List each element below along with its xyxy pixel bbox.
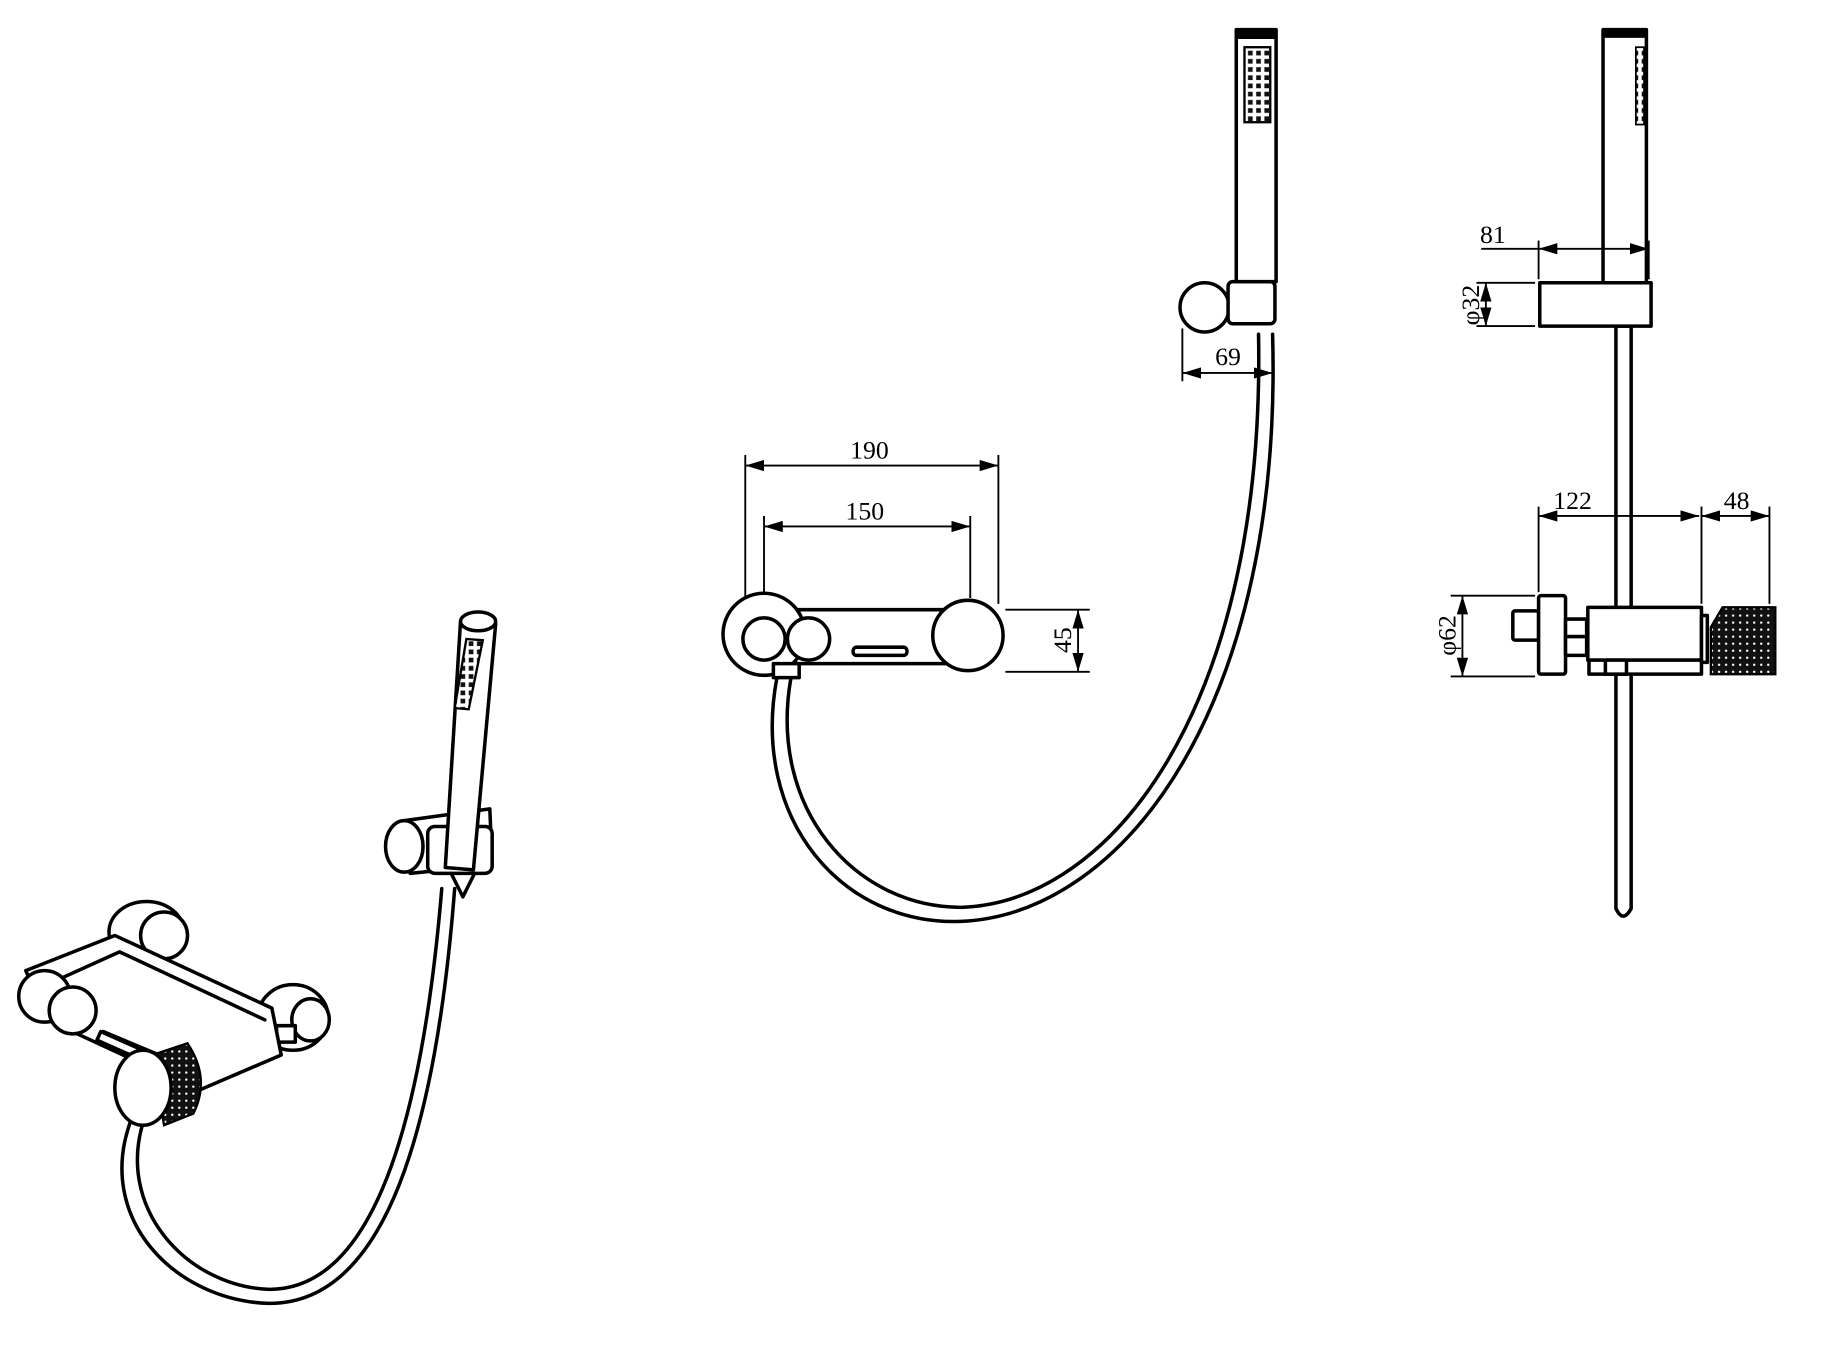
hand-shower <box>443 610 498 872</box>
dimension-150: 150 <box>763 496 972 598</box>
dimension-190: 190 <box>744 436 1000 604</box>
dimension-phi62: φ62 <box>1432 594 1536 678</box>
dimension-label: 122 <box>1553 486 1592 515</box>
dimension-label: 69 <box>1215 342 1241 371</box>
hose <box>770 332 1275 924</box>
dimension-label: 150 <box>845 496 884 525</box>
dimension-81: 81 <box>1480 220 1650 280</box>
shower-holder <box>1538 280 1653 328</box>
hand-shower <box>1234 27 1278 284</box>
dimension-phi32: φ32 <box>1456 281 1536 328</box>
dimension-label: φ32 <box>1456 285 1485 326</box>
dimension-label: 45 <box>1048 627 1077 653</box>
hand-shower <box>1601 27 1649 285</box>
dimension-label: 81 <box>1480 220 1506 249</box>
control-knobs <box>16 968 98 1036</box>
dimension-label: 48 <box>1724 486 1750 515</box>
dimension-122: 122 <box>1537 486 1703 604</box>
front-view: 190 150 45 69 <box>721 27 1278 924</box>
side-view: 81 φ32 122 48 φ62 <box>1432 27 1777 918</box>
hose <box>120 886 457 1306</box>
isometric-view <box>16 610 498 1306</box>
mixer-body <box>1511 593 1777 676</box>
dimension-45: 45 <box>1005 608 1090 673</box>
shower-holder <box>1178 279 1277 334</box>
thermostatic-knob <box>113 1041 203 1128</box>
dimension-69: 69 <box>1181 328 1274 382</box>
mixer-body <box>721 591 1005 680</box>
dimension-label: 190 <box>850 436 889 465</box>
dimension-label: φ62 <box>1432 615 1461 656</box>
dimension-48: 48 <box>1701 486 1771 604</box>
